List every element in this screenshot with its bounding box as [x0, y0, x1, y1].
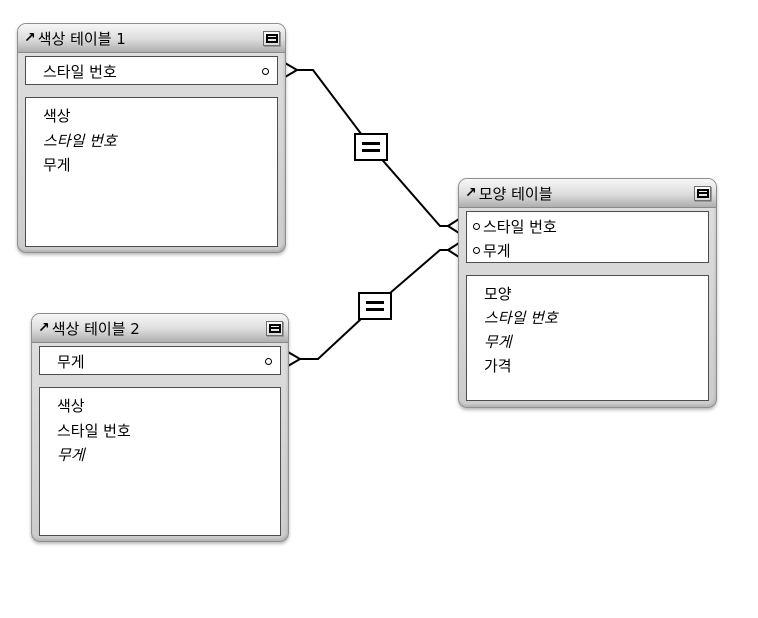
field-list-box: 색상 스타일 번호 무게 [25, 97, 278, 247]
crow-foot-icon [284, 62, 298, 78]
relationship-operator-box[interactable] [354, 133, 388, 161]
table-title-bar[interactable]: ↗ 색상 테이블 2 [32, 314, 288, 343]
collapse-toggle-button[interactable] [694, 185, 711, 201]
field-row[interactable]: 스타일 번호 [43, 131, 117, 150]
key-field-row[interactable]: 스타일 번호 [467, 214, 708, 238]
crow-foot-icon [447, 218, 460, 234]
key-field-label: 스타일 번호 [483, 217, 557, 236]
table-arrow-icon[interactable]: ↗ [24, 30, 36, 46]
relationship-operator-box[interactable] [358, 292, 392, 320]
collapse-toggle-button[interactable] [266, 320, 283, 336]
collapse-toggle-button[interactable] [263, 30, 280, 46]
table-title-bar[interactable]: ↗ 색상 테이블 1 [18, 24, 285, 53]
table-occurrence-color-table-2[interactable]: ↗ 색상 테이블 2 무게 색상 스타일 번호 무게 [31, 313, 289, 542]
field-row[interactable]: 무게 [484, 333, 512, 351]
key-field-row[interactable]: 무게 [40, 347, 280, 374]
table-occurrence-color-table-1[interactable]: ↗ 색상 테이블 1 스타일 번호 색상 스타일 번호 무게 [17, 23, 286, 253]
table-title: 모양 테이블 [478, 185, 553, 203]
key-fields-box: 무게 [39, 346, 281, 375]
connection-dot-icon [473, 222, 480, 230]
field-row[interactable]: 스타일 번호 [57, 421, 131, 440]
table-arrow-icon[interactable]: ↗ [465, 185, 477, 201]
field-row[interactable]: 모양 [484, 285, 512, 303]
field-list-box: 모양 스타일 번호 무게 가격 [466, 275, 709, 401]
collapse-icon [268, 323, 281, 333]
equals-operator-icon [362, 142, 380, 145]
key-fields-box: 스타일 번호 무게 [466, 211, 709, 263]
equals-operator-icon [366, 308, 384, 311]
equals-operator-icon [362, 149, 380, 152]
field-row[interactable]: 색상 [43, 107, 71, 125]
key-field-row[interactable]: 스타일 번호 [26, 57, 277, 84]
collapse-icon [696, 188, 709, 198]
key-field-label: 스타일 번호 [43, 63, 117, 81]
collapse-icon [265, 33, 278, 43]
key-field-label: 무게 [483, 241, 511, 260]
connection-dot-icon [262, 68, 269, 75]
field-list-box: 색상 스타일 번호 무게 [39, 387, 281, 536]
connection-dot-icon [473, 246, 480, 254]
field-row[interactable]: 무게 [57, 446, 85, 464]
equals-operator-icon [366, 301, 384, 304]
table-arrow-icon[interactable]: ↗ [38, 320, 50, 336]
crow-foot-icon [447, 242, 460, 258]
connection-dot-icon [265, 358, 272, 365]
field-row[interactable]: 가격 [484, 357, 512, 375]
key-field-label: 무게 [57, 353, 85, 371]
table-title: 색상 테이블 2 [51, 320, 140, 338]
key-field-row[interactable]: 무게 [467, 238, 708, 262]
field-row[interactable]: 스타일 번호 [484, 309, 558, 327]
table-occurrence-shape-table[interactable]: ↗ 모양 테이블 스타일 번호 무게 모양 스타일 번호 무게 가격 [458, 178, 717, 408]
table-title-bar[interactable]: ↗ 모양 테이블 [459, 179, 716, 208]
field-row[interactable]: 무게 [43, 156, 71, 174]
key-fields-box: 스타일 번호 [25, 56, 278, 85]
table-title: 색상 테이블 1 [37, 30, 126, 48]
crow-foot-icon [287, 351, 301, 367]
field-row[interactable]: 색상 [57, 397, 85, 415]
